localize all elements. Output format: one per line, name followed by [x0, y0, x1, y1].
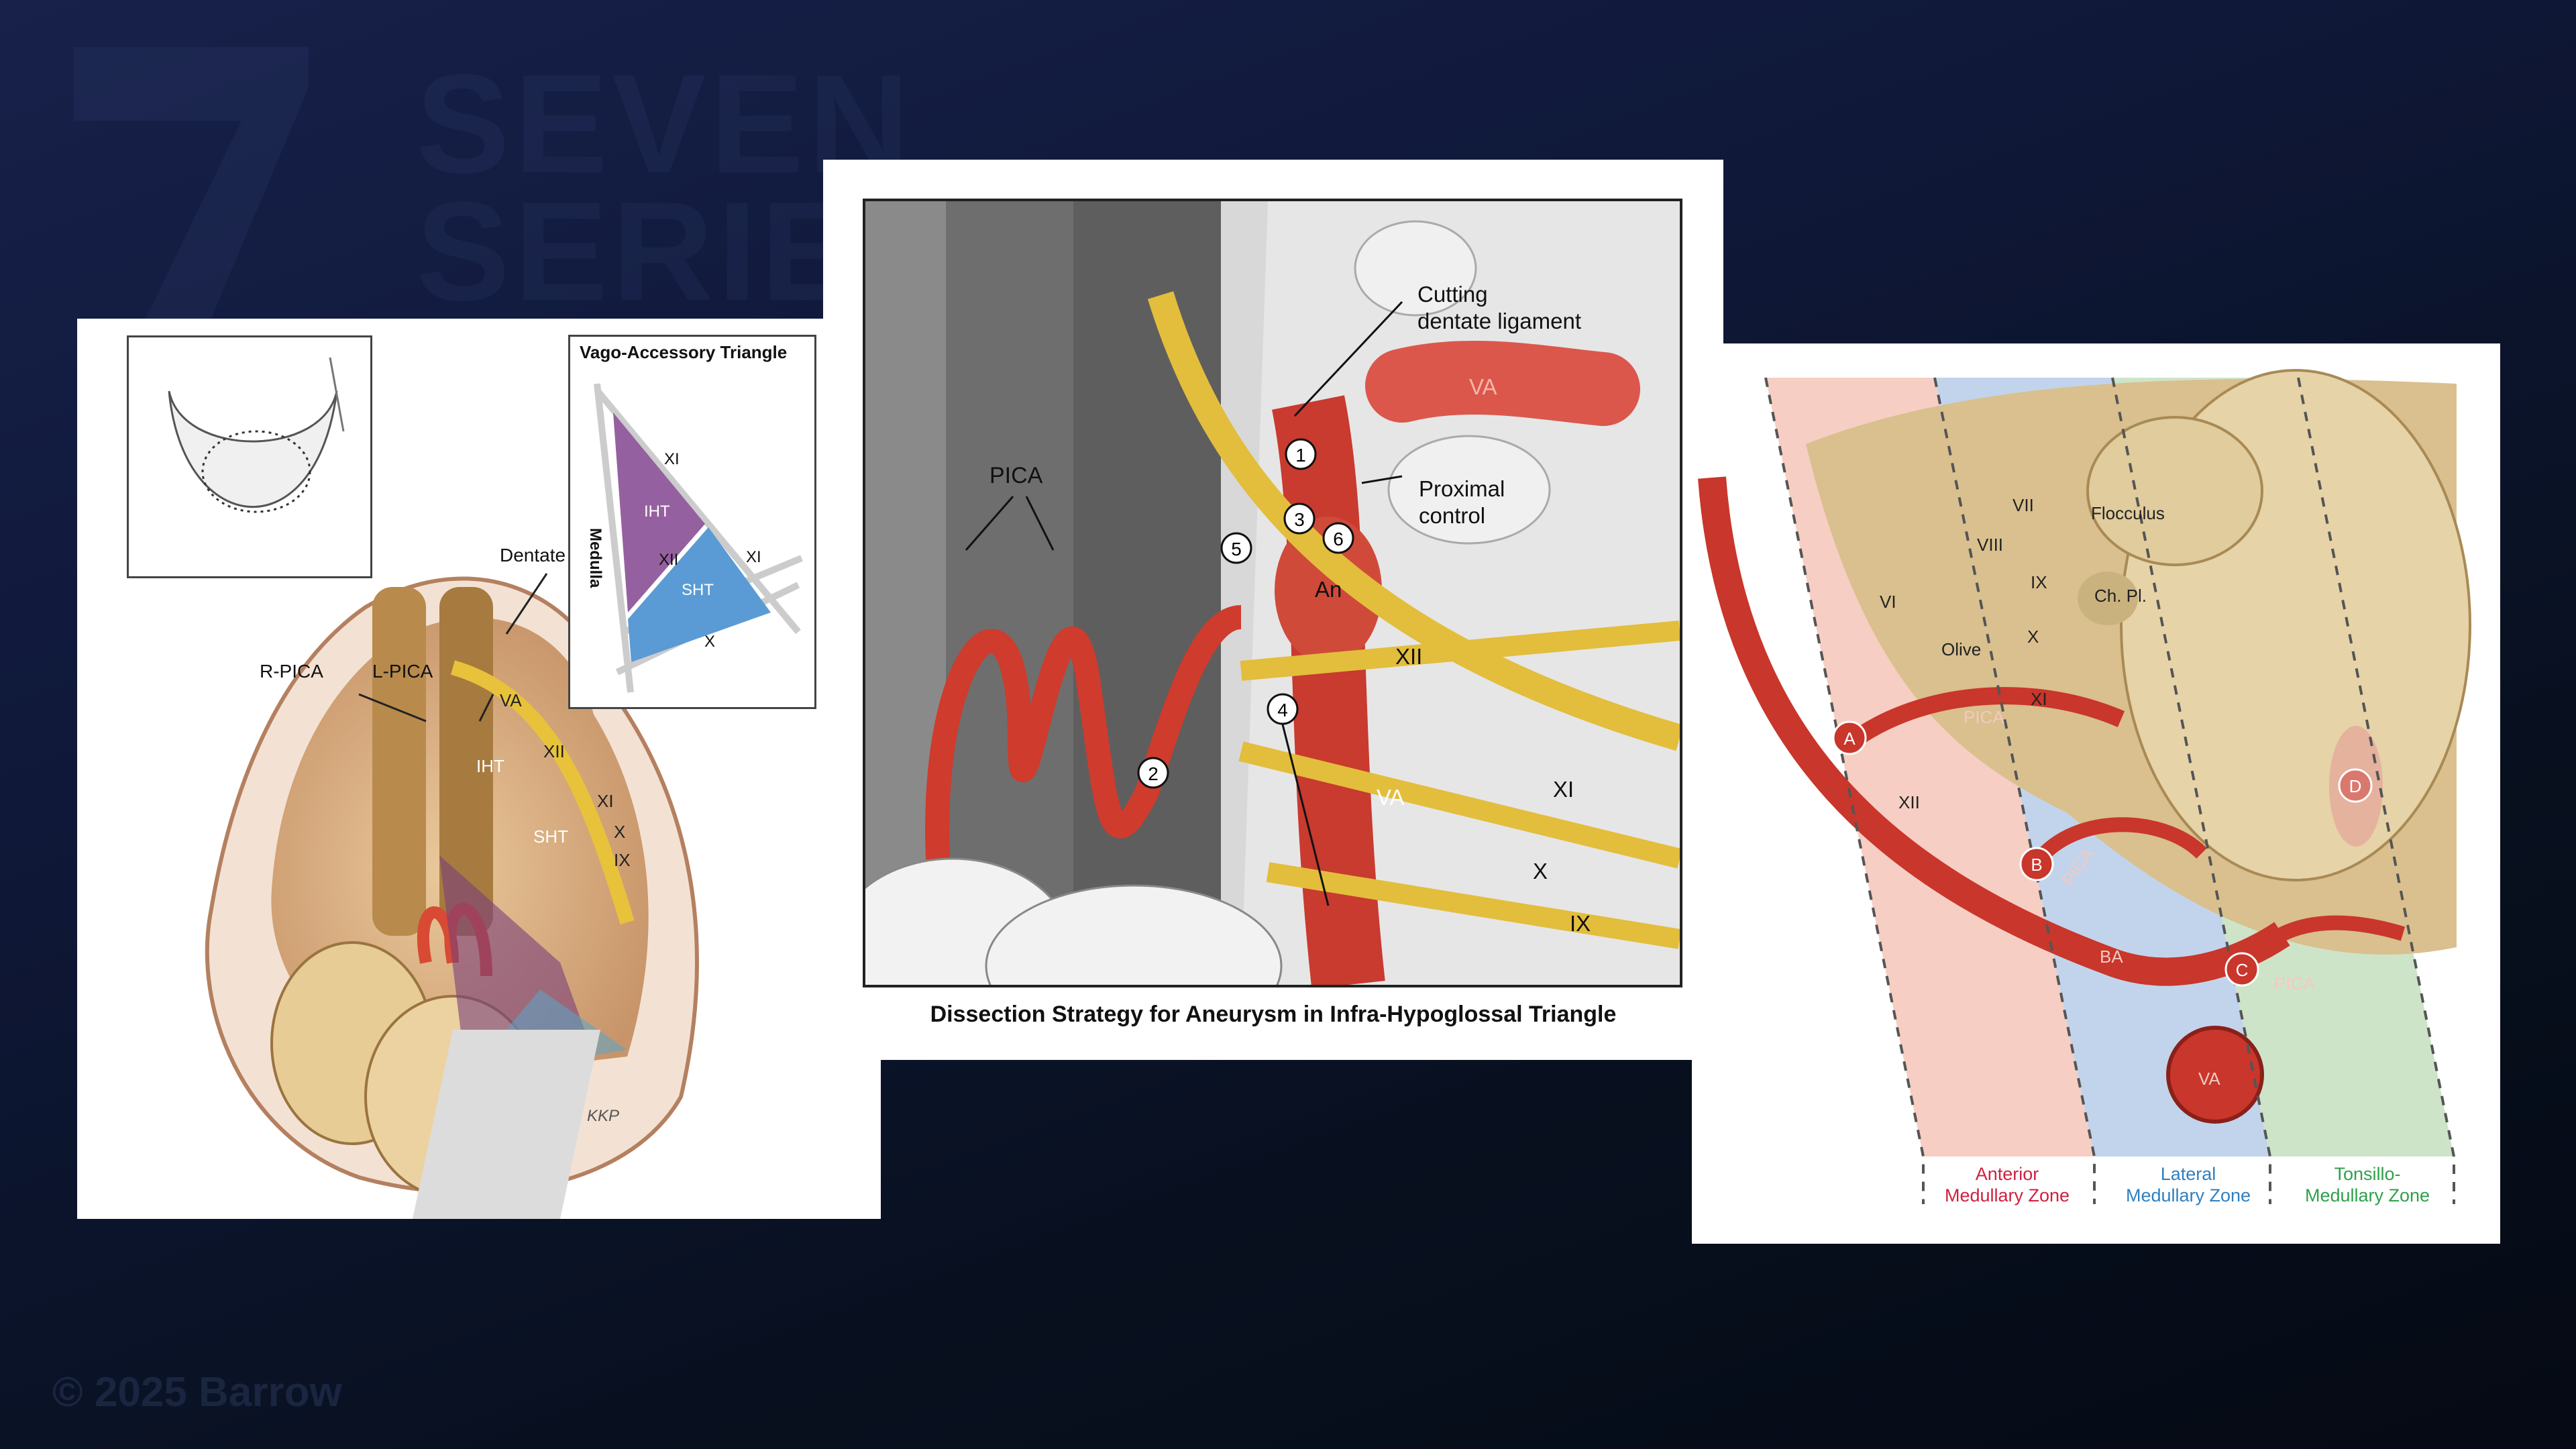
svg-text:6: 6	[1333, 529, 1344, 549]
svg-text:D: D	[2349, 776, 2362, 796]
inset-label-xi-right: XI	[746, 548, 761, 566]
artist-signature: KKP	[587, 1107, 619, 1125]
skull-sketch	[168, 357, 345, 513]
label-flocculus: Flocculus	[2091, 503, 2165, 523]
label-dentate: Dentate	[500, 545, 566, 566]
middle-illustration-panel: PICA Cutting dentate ligament VA Proxima…	[823, 160, 1723, 1060]
svg-text:4: 4	[1277, 700, 1288, 720]
zone-label-line: Anterior	[1975, 1164, 2039, 1184]
figure-caption: Dissection Strategy for Aneurysm in Infr…	[930, 1002, 1617, 1027]
svg-text:2: 2	[1148, 763, 1159, 784]
label-dentate-ligament: dentate ligament	[1417, 309, 1581, 333]
svg-text:A: A	[1843, 729, 1856, 749]
inset-label-medulla: Medulla	[586, 528, 604, 588]
copyright-text: © 2025 Barrow	[52, 1369, 342, 1415]
triangle-diagram: XI IHT XI XII SHT Medulla X	[586, 383, 803, 693]
label-ix: IX	[1570, 911, 1591, 936]
svg-text:5: 5	[1231, 539, 1242, 559]
zone-label-lateral-medullary: Lateral Medullary Zone	[2101, 1163, 2275, 1206]
marker-c: C	[2224, 952, 2259, 987]
inset-title: Vago-Accessory Triangle	[580, 342, 788, 362]
svg-text:B: B	[2031, 855, 2042, 875]
zone-label-line: Tonsillo-	[2334, 1164, 2401, 1184]
label-ch-pl: Ch. Pl.	[2094, 586, 2147, 606]
label-ix: IX	[614, 850, 631, 870]
label-va-top: VA	[1469, 374, 1497, 399]
label-xi: XI	[597, 791, 614, 811]
label-ix: IX	[2031, 572, 2047, 592]
right-illustration-panel: VII Flocculus VIII IX Ch. Pl. VI X Olive…	[1692, 343, 2500, 1244]
svg-text:C: C	[2236, 960, 2249, 980]
label-proximal: Proximal	[1419, 476, 1505, 501]
step-marker-1: 1	[1285, 438, 1317, 470]
inset-label-xii: XII	[659, 551, 678, 569]
label-xii: XII	[1395, 644, 1422, 669]
label-l-pica: L-PICA	[372, 661, 433, 682]
label-vii: VII	[2012, 495, 2034, 515]
inset-label-x: X	[704, 633, 715, 651]
zone-label-line: Medullary Zone	[1944, 1185, 2070, 1205]
label-an: An	[1315, 577, 1342, 602]
sht-triangle	[628, 527, 771, 662]
step-marker-3: 3	[1283, 502, 1316, 535]
label-r-pica: R-PICA	[260, 661, 323, 682]
label-pica-3: PICA	[2274, 973, 2315, 994]
step-marker-2: 2	[1137, 757, 1169, 789]
svg-text:3: 3	[1294, 509, 1305, 530]
label-sht: SHT	[533, 826, 568, 847]
dissection-illustration-frame: PICA Cutting dentate ligament VA Proxima…	[863, 199, 1682, 987]
inset-label-xi-top: XI	[664, 450, 680, 468]
label-pica-1: PICA	[1964, 707, 2004, 727]
label-xii: XII	[1898, 792, 1920, 812]
label-xi: XI	[1553, 777, 1574, 802]
step-marker-4: 4	[1267, 693, 1299, 725]
marker-a: A	[1832, 720, 1867, 755]
zone-label-line: Lateral	[2160, 1164, 2216, 1184]
label-va: VA	[500, 690, 522, 710]
label-viii: VIII	[1977, 535, 2003, 555]
left-illustration-panel: R-PICA L-PICA Dentate VA IHT XII XI SHT …	[77, 319, 881, 1219]
marker-b: B	[2019, 847, 2054, 881]
seven-logo-icon	[74, 47, 309, 342]
iht-triangle	[613, 413, 705, 612]
zone-label-line: Medullary Zone	[2125, 1185, 2251, 1205]
label-iht: IHT	[476, 756, 504, 776]
label-vi: VI	[1880, 592, 1896, 612]
step-marker-6: 6	[1322, 522, 1354, 554]
svg-text:1: 1	[1295, 445, 1306, 466]
zone-label-tonsillo-medullary: Tonsillo- Medullary Zone	[2280, 1163, 2455, 1206]
label-pica: PICA	[989, 463, 1043, 488]
far-lateral-approach-illustration: R-PICA L-PICA Dentate VA IHT XII XI SHT …	[205, 545, 699, 1219]
label-va: VA	[2198, 1069, 2220, 1089]
label-va: VA	[1377, 785, 1405, 810]
label-x: X	[2027, 627, 2039, 647]
dissection-strategy-illustration: PICA Cutting dentate ligament VA Proxima…	[865, 201, 1680, 985]
skull-position-inset	[127, 335, 372, 578]
label-x: X	[614, 822, 625, 842]
label-xii: XII	[543, 741, 565, 761]
label-control: control	[1419, 503, 1485, 528]
label-xi: XI	[2031, 689, 2047, 709]
label-olive: Olive	[1941, 639, 1981, 659]
label-ba: BA	[2100, 947, 2123, 967]
marker-d: D	[2338, 768, 2373, 803]
zone-label-line: Medullary Zone	[2304, 1185, 2430, 1205]
inset-label-sht: SHT	[682, 581, 714, 599]
zone-label-anterior-medullary: Anterior Medullary Zone	[1920, 1163, 2094, 1206]
vago-accessory-triangle-inset: Vago-Accessory Triangle XI IHT XI XII SH…	[568, 335, 816, 709]
medullary-zones-illustration: VII Flocculus VIII IX Ch. Pl. VI X Olive…	[1698, 369, 2471, 1204]
label-cutting: Cutting	[1417, 282, 1488, 307]
inset-label-iht: IHT	[644, 502, 670, 521]
label-x: X	[1533, 859, 1548, 883]
step-marker-5: 5	[1220, 532, 1252, 564]
